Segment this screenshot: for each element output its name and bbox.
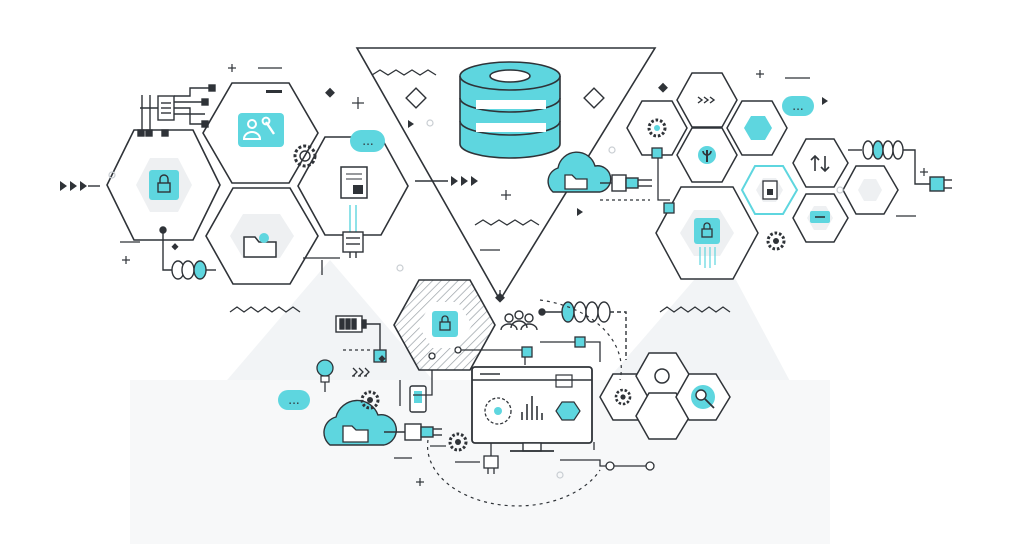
zigzag-decorations — [229, 306, 731, 313]
plug-icon-cloud-top — [600, 174, 652, 192]
gear-icon-right — [647, 118, 667, 138]
chat-bubble-top-right: ... — [782, 96, 814, 116]
cable-spool-center — [538, 301, 627, 360]
small-circles — [108, 119, 844, 479]
chat-bubble-text: ... — [288, 393, 299, 407]
document-icon — [340, 166, 368, 199]
document-icon-right — [762, 180, 778, 200]
chat-bubble-bottom-left: ... — [278, 390, 310, 410]
database-icon — [459, 61, 561, 159]
chat-bubble-text: ... — [362, 134, 373, 148]
light-bulb-icon — [316, 359, 334, 392]
gear-icon-small — [614, 388, 632, 406]
arrow-center-icon — [415, 176, 478, 186]
circle-node-icon — [654, 368, 670, 384]
plug-icon-cloud-bottom — [384, 423, 442, 441]
gear-icon — [293, 144, 317, 168]
lock-icon-right — [694, 218, 720, 268]
lock-icon — [149, 170, 179, 200]
cable-spool-left — [159, 226, 216, 280]
gear-icon-mid-right — [766, 231, 786, 251]
connector-lines — [303, 155, 670, 467]
gear-icon-bottom-left — [360, 390, 380, 410]
minus-badge-icon — [810, 211, 830, 223]
smartphone-icon — [409, 385, 427, 413]
folder-icon — [243, 233, 277, 258]
chat-bubble-top-left: ... — [350, 130, 385, 152]
gear-icon-bottom — [448, 432, 468, 452]
monitor-icon — [471, 366, 593, 452]
sort-arrows-icon — [810, 154, 830, 173]
wrench-icon — [698, 146, 716, 164]
magnifier-icon — [691, 385, 715, 409]
right-hex-cluster — [626, 72, 899, 280]
cable-spool-right — [848, 140, 952, 192]
server-rack-icon — [137, 84, 216, 137]
battery-icon — [335, 315, 381, 350]
chevron-stream-left — [352, 367, 370, 377]
dashed-orbit — [426, 299, 622, 507]
sparkle-decorations — [120, 64, 928, 486]
user-wrench-icon — [238, 90, 284, 147]
shield-icon — [393, 279, 496, 371]
arrow-left-outer-icon — [60, 181, 100, 191]
users-icon — [500, 310, 538, 331]
chevrons-icon — [697, 96, 716, 104]
plug-icon — [342, 205, 364, 258]
chat-bubble-text: ... — [792, 99, 803, 113]
plug-icon-monitor — [483, 443, 499, 474]
cloud-folder-icon — [323, 399, 397, 446]
cloud-folder-icon-top — [547, 151, 612, 193]
